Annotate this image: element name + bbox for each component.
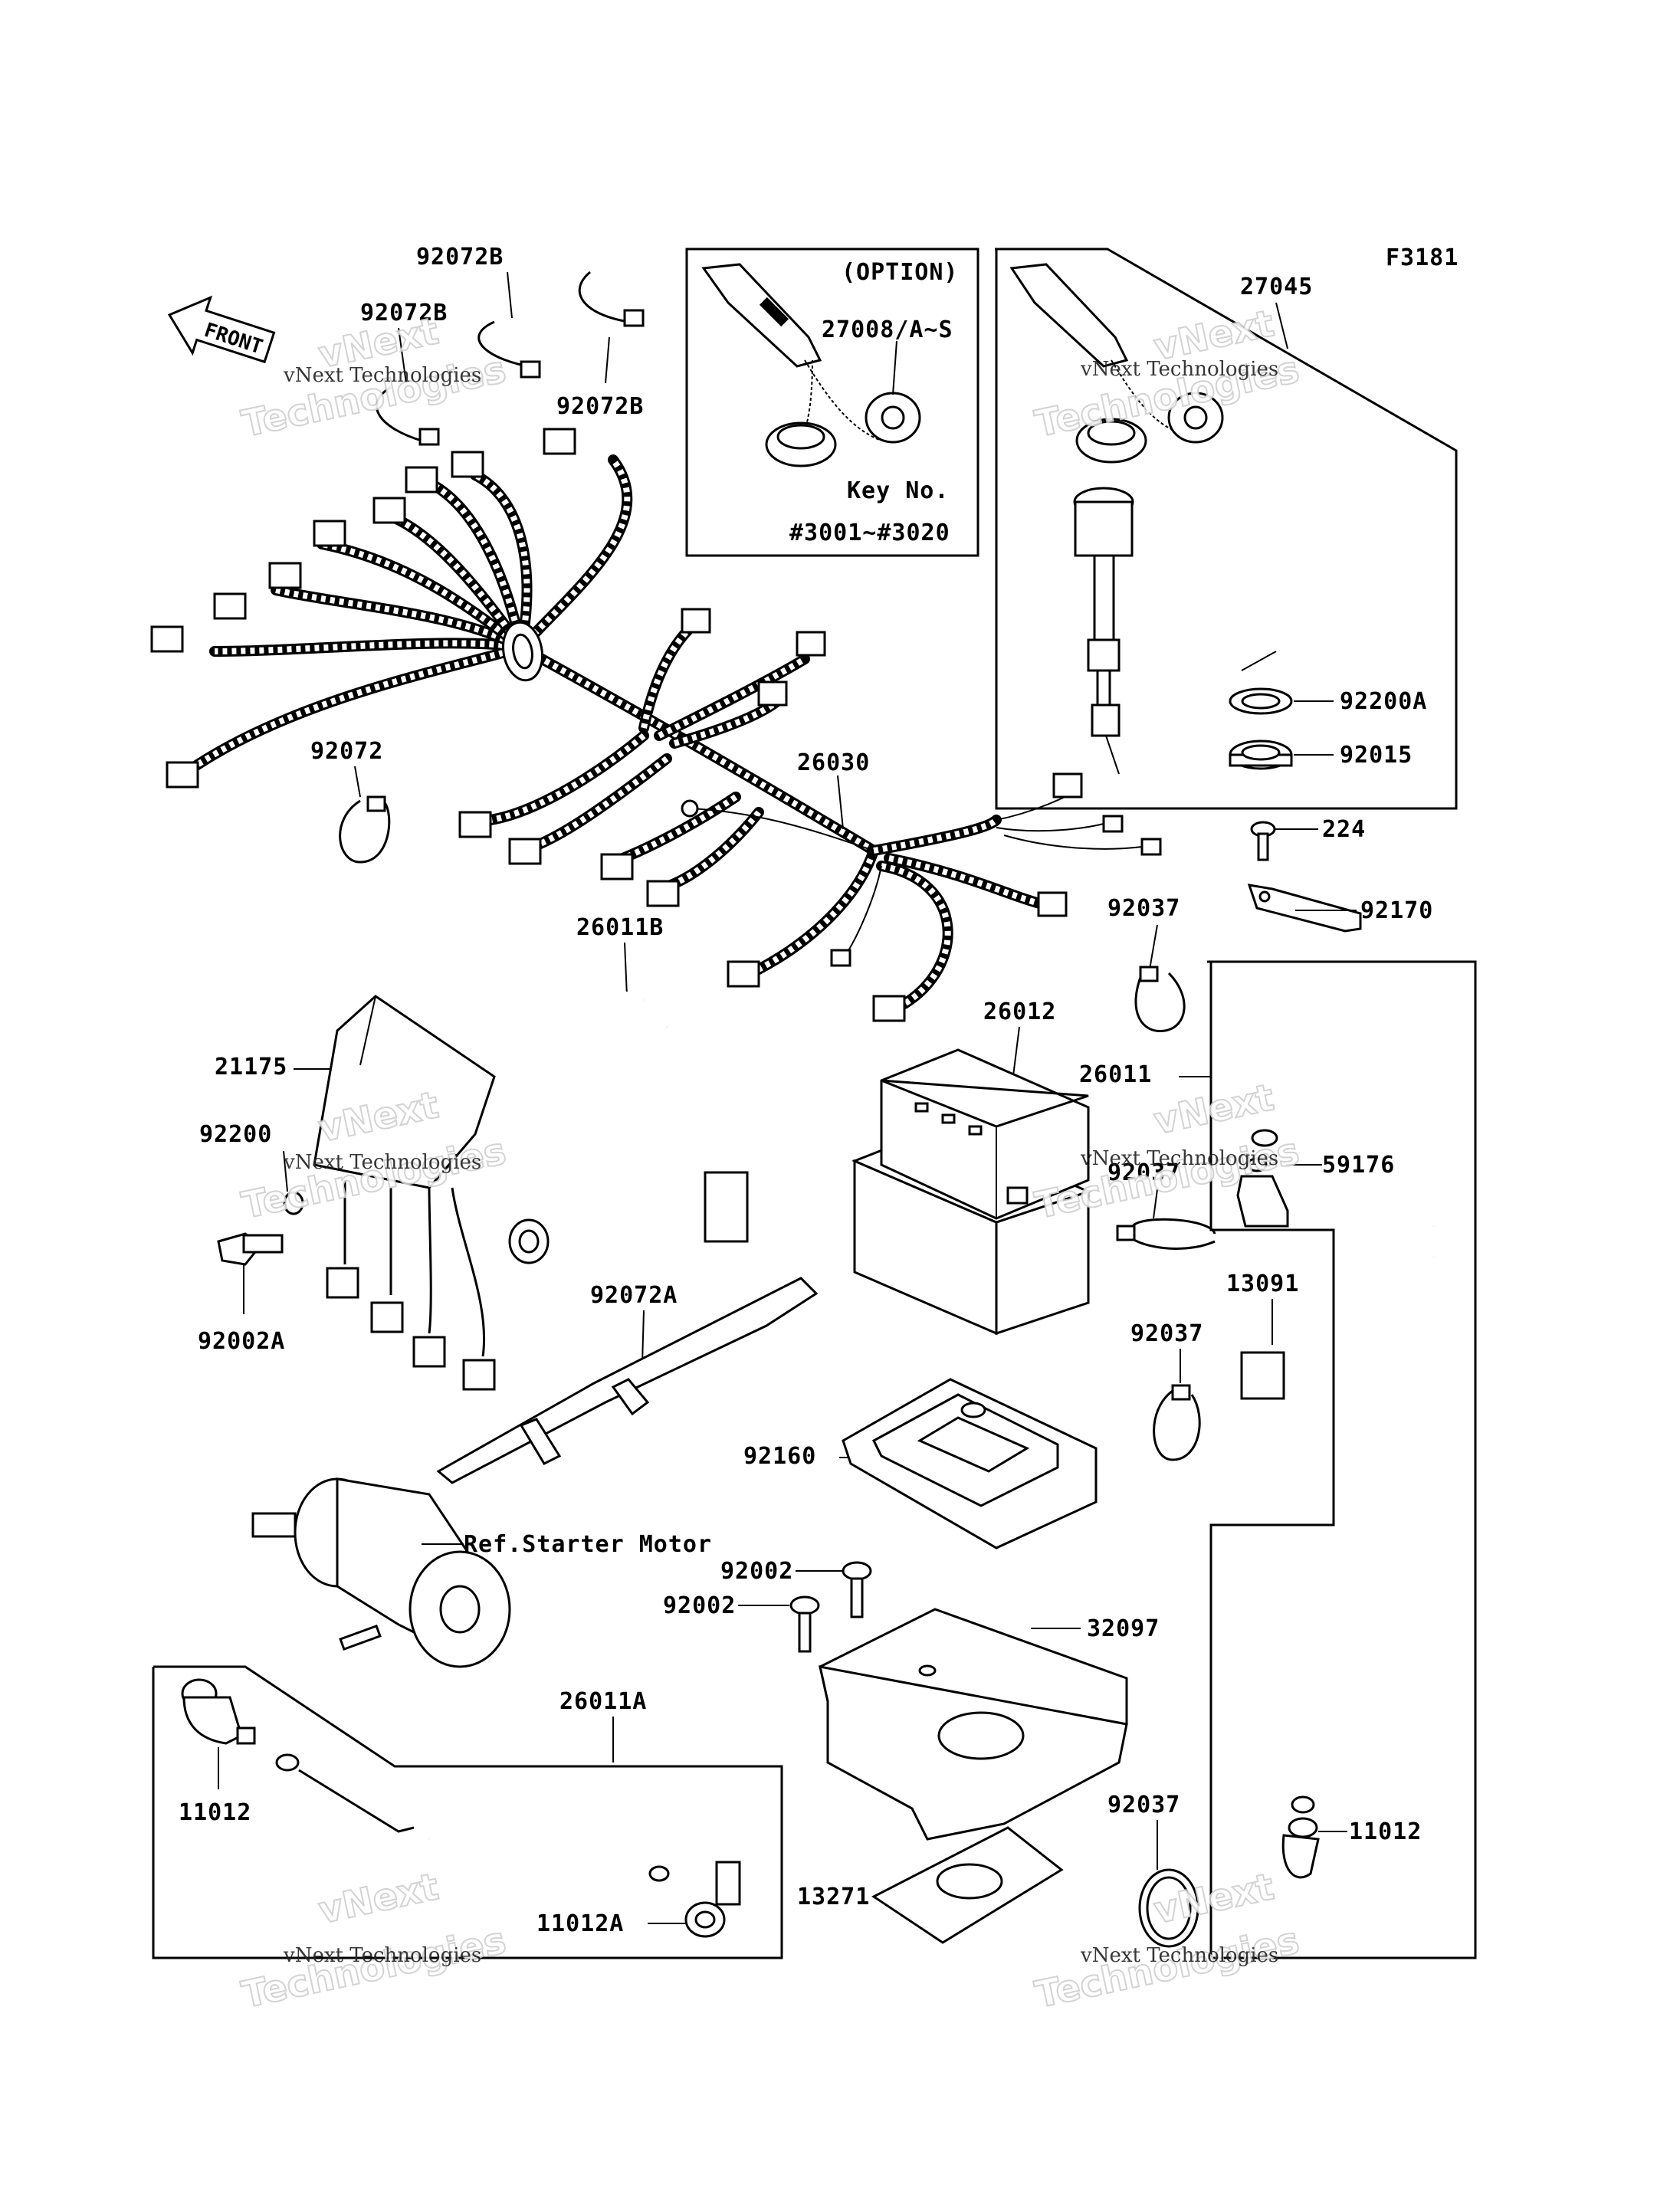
clamp-92037-b: 92037 — [1107, 1159, 1216, 1250]
main-harness: 26030 — [150, 428, 1162, 1022]
label-224: 224 — [1322, 816, 1366, 843]
key-number-label: Key No. — [847, 477, 949, 504]
ignition-group: 27045 92200A 92015 — [995, 248, 1458, 810]
label-11012-left: 11012 — [179, 1799, 251, 1826]
clamp-92037-d: 92037 — [1107, 1792, 1199, 1948]
cdi-21175: 21175 — [215, 995, 496, 1391]
clamp-92037-c: 92037 — [1130, 1320, 1203, 1461]
svg-text:vNext Technologies: vNext Technologies — [1080, 1944, 1278, 1967]
svg-text:vNext Technologies: vNext Technologies — [1080, 358, 1278, 381]
label-92037-a: 92037 — [1107, 895, 1180, 922]
svg-text:vNext Technologies: vNext Technologies — [1080, 1147, 1278, 1170]
clamp-92037-a: 92037 — [1107, 895, 1186, 1033]
label-26030: 26030 — [797, 749, 870, 776]
label-92072B-top: 92072B — [416, 244, 504, 271]
label-27045: 27045 — [1240, 274, 1313, 300]
svg-text:vNext Technologies: vNext Technologies — [283, 364, 481, 387]
case-32097: 32097 — [819, 1608, 1160, 1841]
watermark-6: vNext Technologies vNext Technologies — [1031, 1864, 1304, 2018]
label-13271: 13271 — [797, 1884, 870, 1910]
svg-text:vNext Technologies: vNext Technologies — [283, 1944, 481, 1967]
label-26012: 26012 — [983, 998, 1056, 1025]
label-13091: 13091 — [1226, 1271, 1299, 1297]
label-92072B-right: 92072B — [556, 393, 644, 420]
cable-26011-group: 26011 59176 — [1079, 960, 1477, 1959]
svg-text:Technologies: Technologies — [238, 1919, 510, 2017]
label-92200A: 92200A — [1340, 688, 1427, 715]
cable-26011B: 26011B — [508, 914, 749, 1264]
bolt-224-group: 224 92170 — [1247, 816, 1433, 933]
label-11012-right: 11012 — [1349, 1818, 1422, 1845]
part-13091: 13091 — [1226, 1271, 1299, 1400]
svg-text:Technologies: Technologies — [1032, 1919, 1303, 2017]
label-26011A: 26011A — [559, 1688, 647, 1715]
tray-92160: 92160 — [743, 1378, 1098, 1549]
label-92160: 92160 — [743, 1443, 816, 1470]
strap-92072A: 92072A — [436, 1277, 819, 1484]
label-26011: 26011 — [1079, 1061, 1152, 1088]
label-92072A: 92072A — [590, 1282, 678, 1309]
label-92072: 92072 — [310, 738, 383, 765]
boot-11012-right: 11012 — [1281, 1817, 1422, 1879]
key-number-range: #3001~#3020 — [789, 520, 950, 546]
option-part-number: 27008/A~S — [822, 316, 953, 343]
label-21175: 21175 — [215, 1054, 287, 1080]
svg-text:vNext Technologies: vNext Technologies — [283, 1151, 481, 1174]
svg-text:vNext: vNext — [1150, 1865, 1278, 1933]
starter-motor: Ref.Starter Motor — [251, 1477, 712, 1668]
svg-text:vNext: vNext — [315, 1865, 442, 1933]
label-32097: 32097 — [1087, 1615, 1160, 1642]
label-92072B-left: 92072B — [360, 300, 448, 326]
watermark-1: vNext Technologies vNext Technologies — [238, 309, 510, 447]
plate-13271: 13271 — [797, 1826, 1064, 1944]
label-92015: 92015 — [1340, 742, 1413, 769]
label-92002-a: 92002 — [720, 1558, 793, 1585]
cable-26011A-group: 26011A 11012 11012A — [152, 1665, 783, 1959]
label-ref-starter-motor: Ref.Starter Motor — [464, 1531, 712, 1558]
option-title: (OPTION) — [842, 259, 959, 286]
label-92037-d: 92037 — [1107, 1792, 1180, 1818]
label-11012A: 11012A — [536, 1910, 624, 1937]
label-92200: 92200 — [199, 1121, 272, 1148]
label-92037-b: 92037 — [1107, 1159, 1180, 1186]
label-92170: 92170 — [1360, 897, 1433, 924]
clamp-92072: 92072 — [310, 738, 391, 864]
watermark-5: vNext Technologies vNext Technologies — [238, 1864, 510, 2018]
label-59176: 59176 — [1322, 1152, 1395, 1179]
label-92002A: 92002A — [198, 1328, 285, 1355]
option-box: (OPTION) 27008/A~S Key No. #3001~#3020 — [685, 248, 979, 557]
bolt-92002A-group: 92200 92002A — [198, 1121, 304, 1355]
clamp-92072B-group: 92072B 92072B 92072B — [360, 244, 645, 446]
label-92037-c: 92037 — [1130, 1320, 1203, 1347]
key-icon — [701, 263, 921, 467]
bolt-92002-group: 92002 92002 — [663, 1558, 872, 1653]
label-92002-b: 92002 — [663, 1592, 736, 1619]
front-arrow-icon: FRONT — [167, 295, 276, 364]
figure-code: F3181 — [1386, 244, 1459, 271]
label-26011B: 26011B — [576, 914, 664, 941]
battery-26012: 26012 — [851, 998, 1092, 1336]
